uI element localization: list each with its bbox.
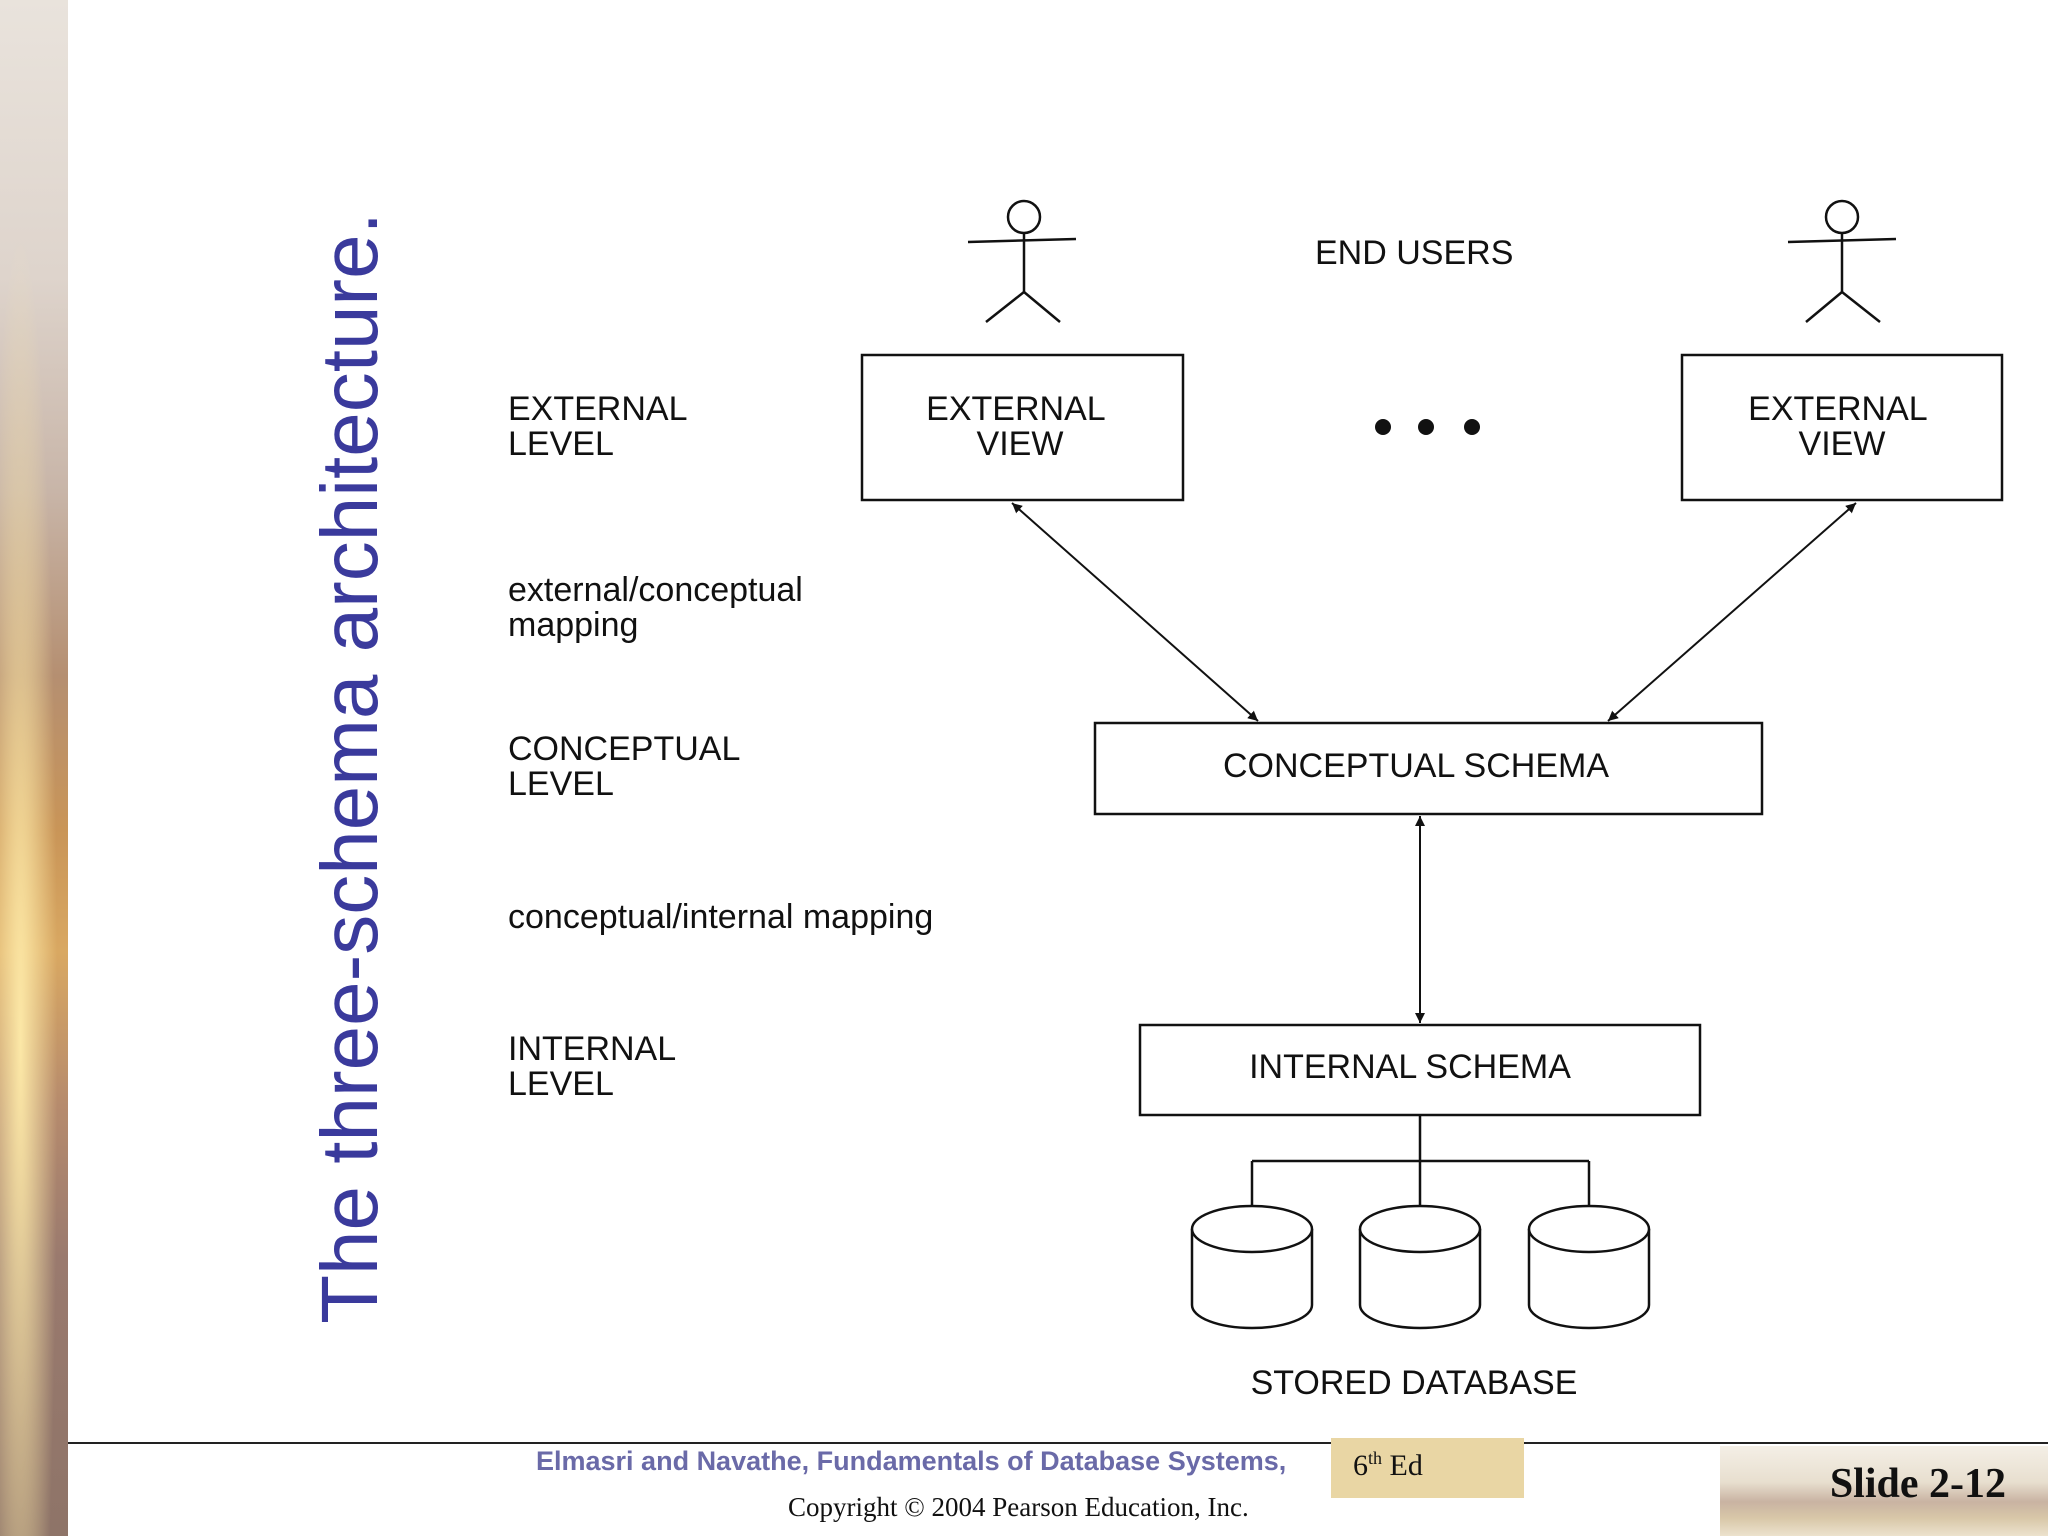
external-conceptual-mapping-label: external/conceptual mapping: [508, 571, 812, 644]
ellipsis-dots: [1375, 419, 1480, 435]
slide-number: Slide 2-12: [1829, 1461, 2006, 1507]
edition-label: Ed: [1382, 1449, 1423, 1482]
external-view-box-right: [1680, 353, 2004, 502]
edition-number: 6: [1353, 1449, 1368, 1482]
conceptual-schema-box: [1093, 721, 1764, 816]
stored-database-label: STORED DATABASE: [1251, 1364, 1578, 1402]
conceptual-internal-mapping-label: conceptual/internal mapping: [508, 898, 933, 936]
internal-schema-label: INTERNAL SCHEMA: [1249, 1048, 1571, 1086]
external-level-label: EXTERNAL LEVEL: [508, 390, 696, 463]
mapping-arrow-right: [1607, 502, 1857, 722]
conceptual-schema-label: CONCEPTUAL SCHEMA: [1223, 747, 1609, 785]
external-view-label-right: EXTERNAL VIEW: [1748, 390, 1936, 463]
edition-suffix: th: [1368, 1448, 1383, 1468]
database-cylinder-3: [1527, 1204, 1651, 1330]
mapping-arrow-left: [1011, 502, 1259, 722]
database-cylinder-2: [1358, 1204, 1482, 1330]
database-connectors: [1250, 1115, 1591, 1210]
external-view-label-left: EXTERNAL VIEW: [926, 390, 1114, 463]
footer-divider: [68, 1442, 2048, 1444]
end-users-label: END USERS: [1315, 234, 1513, 272]
footer-book-title: Elmasri and Navathe, Fundamentals of Dat…: [536, 1446, 1287, 1476]
copyright-text: Copyright © 2004 Pearson Education, Inc.: [788, 1492, 1249, 1522]
user-figure-left: [967, 199, 1077, 323]
left-decorative-strip: [0, 0, 68, 1536]
edition-badge: 6th Ed: [1331, 1438, 1524, 1498]
user-figure-right: [1787, 199, 1897, 323]
database-cylinder-1: [1190, 1204, 1314, 1330]
external-view-box-left: [860, 353, 1185, 502]
internal-level-label: INTERNAL LEVEL: [508, 1030, 684, 1103]
slide-number-area: Slide 2-12: [1720, 1446, 2048, 1536]
internal-schema-box: [1138, 1023, 1702, 1117]
conceptual-level-label: CONCEPTUAL LEVEL: [508, 730, 749, 803]
